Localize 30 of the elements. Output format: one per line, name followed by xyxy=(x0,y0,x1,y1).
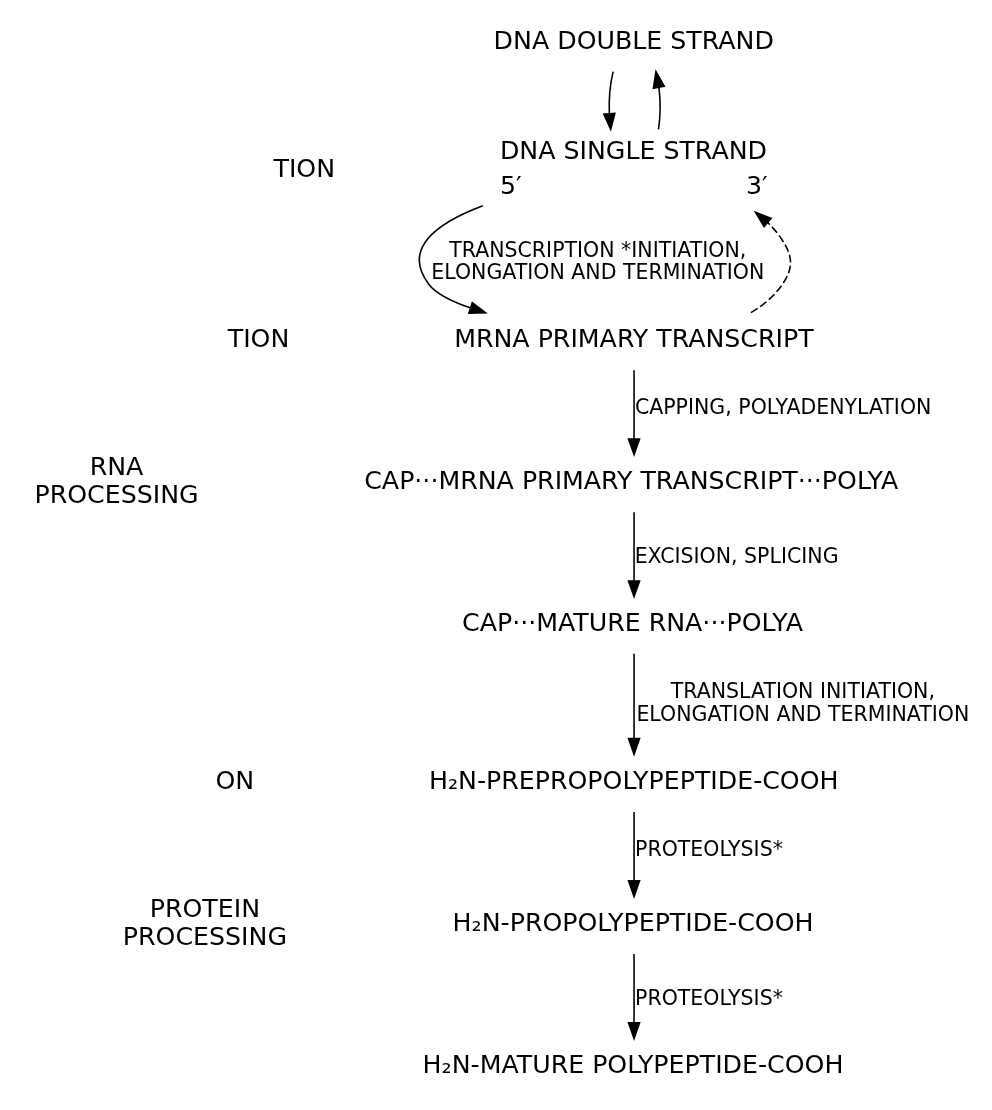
label: RNA PROCESSING xyxy=(34,452,199,510)
label: PROTEIN PROCESSING xyxy=(122,893,287,952)
node-label: 3′ xyxy=(746,171,768,201)
arrow xyxy=(627,652,641,757)
arrow xyxy=(627,953,641,1041)
edge-label: TRANSCRIPTION *INITIATION, ELONGATION AND TERMINATION xyxy=(431,237,765,284)
node-text: H₂N-PROPOLYPEPTIDE-COOH xyxy=(452,907,814,937)
node-text: DNA SINGLE STRAND xyxy=(499,136,767,166)
node-label: 5′ xyxy=(499,171,522,201)
label: TION xyxy=(227,324,290,354)
node-text: MRNA PRIMARY TRANSCRIPT xyxy=(454,324,814,354)
arrow xyxy=(627,369,641,458)
edge-label: EXCISION, SPLICING xyxy=(634,543,839,568)
arrow xyxy=(627,811,641,899)
node-text: H₂N-MATURE POLYPEPTIDE-COOH xyxy=(422,1049,844,1079)
arrow xyxy=(602,70,616,132)
label: TION xyxy=(273,153,336,183)
label: ON xyxy=(215,765,255,795)
edge-label: TRANSLATION INITIATION, ELONGATION AND TERMINATION xyxy=(636,679,970,726)
edge-label: PROTEOLYSIS* xyxy=(635,985,783,1010)
arrow xyxy=(652,69,666,131)
arrow xyxy=(418,205,488,315)
node-text: DNA DOUBLE STRAND xyxy=(493,26,774,56)
arrow xyxy=(627,511,641,600)
edge-label: PROTEOLYSIS* xyxy=(635,837,783,862)
arrow xyxy=(750,210,792,314)
edge-label: CAPPING, POLYADENYLATION xyxy=(634,395,932,420)
node-text: CAP···MATURE RNA···POLYA xyxy=(462,608,803,638)
node-text: H₂N-PREPROPOLYPEPTIDE-COOH xyxy=(428,765,839,795)
node-text: CAP···MRNA PRIMARY TRANSCRIPT···POLYA xyxy=(364,466,899,496)
